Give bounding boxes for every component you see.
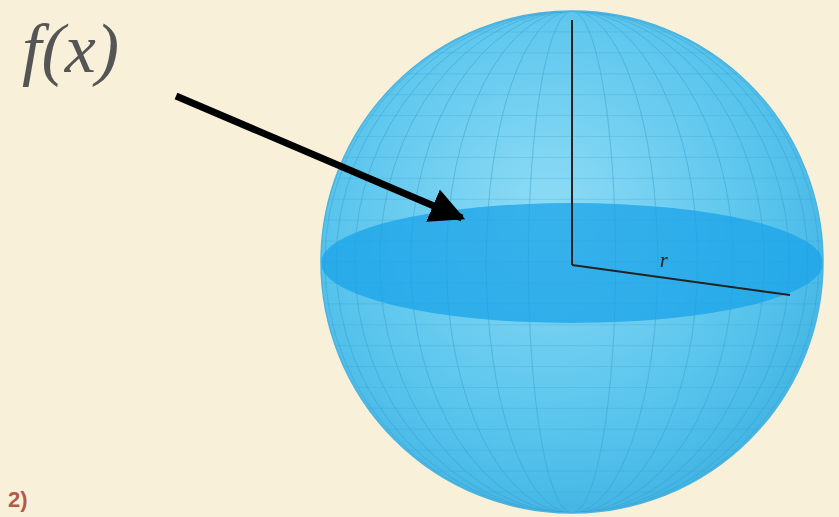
latitude-line — [321, 471, 823, 472]
latitude-line — [321, 450, 823, 451]
latitude-line — [321, 366, 823, 367]
radius-label: r — [660, 250, 668, 270]
function-label: f(x) — [22, 14, 119, 84]
latitude-line — [321, 324, 823, 325]
leader-arrow — [176, 96, 462, 218]
latitude-line — [321, 387, 823, 388]
radius-line — [572, 265, 790, 295]
sphere — [321, 11, 823, 513]
vertical-axis — [571, 20, 573, 265]
sphere-grid — [321, 11, 823, 513]
latitude-line — [321, 345, 823, 346]
latitude-line — [321, 492, 823, 493]
longitude-line — [572, 11, 573, 513]
item-number: 2) — [8, 489, 28, 511]
sphere-outline — [321, 11, 823, 513]
latitude-line — [321, 408, 823, 409]
